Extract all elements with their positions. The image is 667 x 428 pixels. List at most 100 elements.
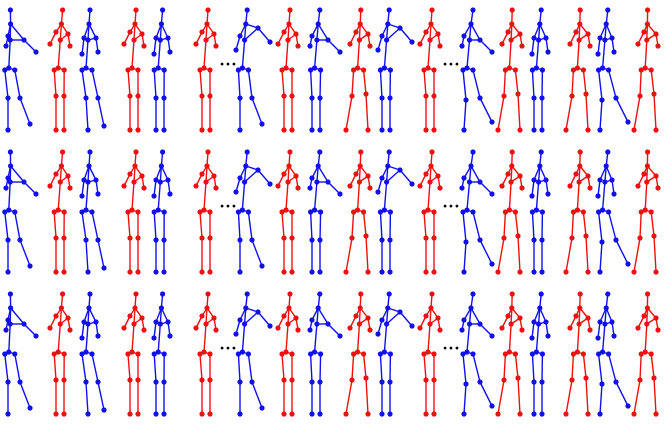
skeleton-joint: [356, 179, 362, 185]
skeleton-joint: [506, 207, 512, 213]
skeleton-joint: [460, 351, 466, 357]
skeleton-joint: [609, 319, 615, 325]
skeleton-joint: [127, 171, 133, 177]
skeleton-joint: [2, 209, 8, 215]
skeleton-joint: [161, 95, 167, 101]
skeleton-bone: [8, 181, 11, 211]
skeleton-joint: [585, 31, 591, 37]
skeleton-joint: [651, 375, 657, 381]
skeleton-joint: [237, 237, 243, 243]
skeleton-bone: [313, 181, 318, 211]
skeleton-joint: [464, 349, 470, 355]
skeleton-joint: [470, 351, 476, 357]
skeleton-joint: [133, 149, 139, 155]
skeleton-joint: [287, 291, 293, 297]
predicted-pose-figure: [233, 149, 273, 275]
skeleton-bone: [285, 323, 289, 353]
skeleton-joint: [517, 31, 523, 37]
skeleton-bone: [203, 323, 207, 353]
skeleton-joint: [517, 269, 523, 275]
skeleton-joint: [79, 335, 85, 341]
skeleton-bone: [379, 353, 383, 383]
skeleton-bone: [153, 353, 157, 383]
skeleton-joint: [33, 191, 39, 197]
skeleton-bone: [309, 211, 313, 241]
skeleton-bone: [365, 377, 369, 415]
skeleton-joint: [387, 351, 393, 357]
skeleton-joint: [233, 47, 239, 53]
ground-truth-pose-figure: [631, 149, 661, 275]
skeleton-joint: [101, 123, 107, 129]
skeleton-bone: [462, 211, 467, 243]
skeleton-joint: [309, 317, 315, 323]
skeleton-joint: [289, 93, 295, 99]
predicted-pose-figure: [529, 7, 551, 133]
skeleton-joint: [417, 183, 423, 189]
skeleton-joint: [379, 95, 385, 101]
skeleton-joint: [197, 351, 203, 357]
skeleton-joint: [423, 411, 429, 417]
skeleton-joint: [135, 351, 141, 357]
skeleton-joint: [283, 349, 289, 355]
skeleton-joint: [167, 49, 173, 55]
skeleton-joint: [155, 349, 161, 355]
skeleton-joint: [417, 325, 423, 331]
skeleton-bone: [601, 323, 606, 353]
skeleton-joint: [293, 31, 299, 37]
skeleton-bone: [59, 307, 63, 325]
skeleton-joint: [379, 175, 385, 181]
skeleton-joint: [312, 65, 318, 71]
skeleton-joint: [7, 291, 13, 297]
skeleton-joint: [151, 335, 157, 341]
skeleton-bone: [345, 379, 353, 415]
skeleton-bone: [510, 165, 513, 183]
skeleton-joint: [211, 173, 217, 179]
skeleton-joint: [580, 351, 587, 357]
ground-truth-pose-figure: [563, 149, 593, 275]
skeleton-joint: [85, 269, 91, 275]
skeleton-bone: [650, 211, 655, 237]
skeleton-joint: [567, 325, 573, 331]
skeleton-joint: [367, 185, 373, 191]
skeleton-joint: [470, 67, 476, 73]
skeleton-joint: [204, 21, 210, 27]
skeleton-bone: [53, 211, 57, 239]
skeleton-joint: [132, 305, 138, 311]
skeleton-joint: [501, 93, 507, 99]
skeleton-joint: [463, 97, 469, 103]
skeleton-joint: [293, 315, 299, 321]
skeleton-joint: [531, 411, 537, 417]
skeleton-bone: [199, 353, 203, 381]
skeleton-joint: [201, 65, 207, 71]
skeleton-joint: [349, 377, 355, 383]
skeleton-joint: [536, 321, 542, 327]
skeleton-bone: [644, 181, 648, 211]
skeleton-joint: [461, 269, 467, 275]
skeleton-joint: [538, 149, 544, 155]
skeleton-joint: [466, 37, 473, 43]
predicted-pose-figure: [79, 7, 107, 133]
skeleton-joint: [199, 235, 205, 241]
skeleton-joint: [645, 291, 651, 297]
predicted-pose-figure: [595, 291, 631, 417]
ground-truth-pose-figure: [193, 291, 219, 417]
skeleton-joint: [531, 127, 537, 133]
skeleton-bone: [479, 381, 493, 407]
skeleton-bone: [14, 69, 21, 99]
skeleton-bone: [241, 39, 246, 69]
skeleton-joint: [259, 263, 265, 269]
ground-truth-pose-figure: [417, 149, 443, 275]
skeleton-bone: [133, 23, 136, 41]
skeleton-joint: [161, 351, 167, 357]
skeleton-joint: [343, 269, 349, 275]
skeleton-joint: [237, 269, 243, 275]
skeleton-bone: [633, 95, 641, 131]
skeleton-joint: [645, 149, 651, 155]
skeleton-joint: [279, 67, 285, 73]
skeleton-joint: [57, 179, 63, 185]
skeleton-joint: [543, 35, 549, 41]
skeleton-joint: [508, 321, 514, 327]
skeleton-bone: [4, 353, 9, 383]
skeleton-joint: [161, 411, 167, 417]
skeleton-joint: [3, 43, 9, 49]
